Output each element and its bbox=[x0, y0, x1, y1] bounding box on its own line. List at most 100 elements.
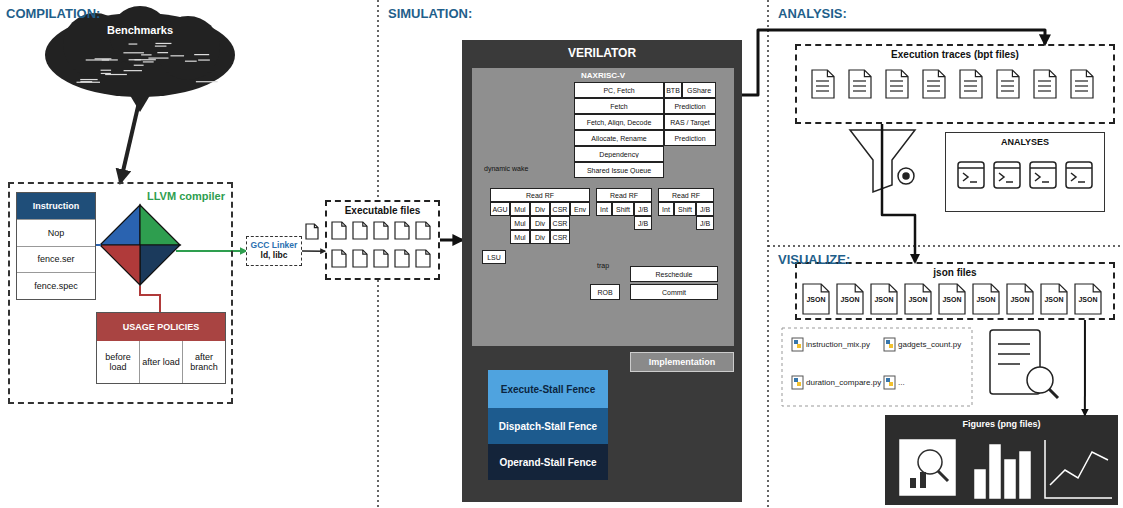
node-text: NAXRISC-V bbox=[472, 68, 734, 80]
node-text: J/B bbox=[697, 220, 713, 227]
node-text: Prediction bbox=[665, 103, 715, 110]
node-text: Shift bbox=[613, 206, 633, 213]
node-text: ANALYSES bbox=[946, 133, 1104, 147]
file-group: Execution traces (bpt files) bbox=[795, 44, 1115, 124]
node-text: Int bbox=[597, 206, 611, 213]
node-text: before load bbox=[97, 341, 139, 383]
node-text: Env bbox=[571, 206, 589, 213]
file-type: JSON bbox=[973, 296, 999, 303]
node-text: Prediction bbox=[665, 135, 715, 142]
execution-unit: J/B bbox=[634, 216, 652, 230]
execution-unit: CSR bbox=[550, 230, 570, 244]
node-text: Nop bbox=[17, 219, 95, 246]
node-text: Reschedule bbox=[631, 271, 717, 278]
script-name: instruction_mix.py bbox=[806, 340, 870, 349]
file-type: JSON bbox=[1041, 296, 1067, 303]
execution-unit: Div bbox=[530, 216, 550, 230]
execution-unit: CSR bbox=[550, 202, 570, 216]
node-text: ld, libc bbox=[261, 251, 288, 261]
node-text: Read RF bbox=[597, 192, 651, 199]
file-type: JSON bbox=[1007, 296, 1033, 303]
node-text: RAS / Target bbox=[665, 119, 715, 126]
implementation-box: Implementation bbox=[630, 352, 734, 372]
node-text: Mul bbox=[511, 206, 529, 213]
node-text: Read RF bbox=[659, 192, 713, 199]
node-text: CSR bbox=[551, 234, 569, 241]
fence-box: Dispatch-Stall Fence bbox=[488, 408, 608, 444]
node-text: J/B bbox=[697, 206, 713, 213]
node-text: CSR bbox=[551, 220, 569, 227]
node-text: Commit bbox=[631, 289, 717, 296]
node-text: Fetch bbox=[575, 103, 663, 110]
file-type: JSON bbox=[939, 296, 965, 303]
node-text: Allocate, Rename bbox=[575, 135, 663, 142]
connector bbox=[440, 239, 462, 242]
node-text: Figures (png files) bbox=[885, 415, 1118, 429]
node-text: Dispatch-Stall Fence bbox=[499, 421, 597, 432]
signal-label: dynamic wake bbox=[484, 165, 528, 172]
section-heading: COMPILATION: bbox=[6, 6, 100, 21]
node-text: Div bbox=[531, 220, 549, 227]
node-text: Mul bbox=[511, 220, 529, 227]
pipeline-stage: ROB bbox=[590, 284, 620, 300]
file-type: JSON bbox=[803, 296, 829, 303]
script-name: gadgets_count.py bbox=[898, 340, 961, 349]
pipeline-stage: PC, Fetch bbox=[574, 82, 664, 98]
node-text: Execution traces (bpt files) bbox=[797, 46, 1113, 60]
section-heading: SIMULATION: bbox=[388, 6, 472, 21]
node-text: Div bbox=[531, 206, 549, 213]
execution-unit: Mul bbox=[510, 216, 530, 230]
pipeline-stage: Shared Issue Queue bbox=[574, 162, 664, 178]
section-heading: ANALYSIS: bbox=[778, 6, 847, 21]
node-text: after load bbox=[139, 341, 182, 383]
simulator-box: VERILATOR NAXRISC-V PC, FetchBTBGShareFetc… bbox=[462, 40, 742, 502]
node-text: Read RF bbox=[491, 192, 589, 199]
execution-unit: Shift bbox=[674, 202, 696, 216]
core-panel: NAXRISC-VPC, FetchBTBGShareFetchPredicti… bbox=[472, 68, 734, 346]
execution-unit: J/B bbox=[696, 216, 714, 230]
register-read: Read RF bbox=[658, 188, 714, 202]
node-text: fence.spec bbox=[17, 272, 95, 299]
file-type: JSON bbox=[837, 296, 863, 303]
connector bbox=[882, 124, 915, 262]
pipeline-stage: GShare bbox=[682, 82, 716, 98]
node-text: USAGE POLICIES bbox=[97, 313, 225, 341]
node-text: Shared Issue Queue bbox=[575, 167, 663, 174]
cloud-shape: Benchmarks bbox=[45, 10, 235, 98]
node-text: CSR bbox=[551, 206, 569, 213]
execution-unit: J/B bbox=[696, 202, 714, 216]
policy-table: USAGE POLICIESbefore loadafter loadafter… bbox=[96, 312, 226, 384]
node-text: VERILATOR bbox=[462, 40, 742, 60]
node-text: BTB bbox=[665, 87, 681, 94]
node-text: Dependency bbox=[575, 151, 663, 158]
node-text: Shift bbox=[675, 206, 695, 213]
execution-unit: Div bbox=[530, 230, 550, 244]
execution-unit: AGU bbox=[490, 202, 510, 216]
node-text: ROB bbox=[591, 289, 619, 296]
pipeline-stage: Prediction bbox=[664, 98, 716, 114]
file-type: JSON bbox=[905, 296, 931, 303]
pipeline-stage: BTB bbox=[664, 82, 682, 98]
node-text: after branch bbox=[182, 341, 225, 383]
table-row: before loadafter loadafter branch bbox=[97, 341, 225, 383]
node-text: fence.ser bbox=[17, 246, 95, 273]
pipeline-stage: Fetch bbox=[574, 98, 664, 114]
connector bbox=[742, 30, 1045, 95]
linker-box: GCC Linkerld, libc bbox=[246, 236, 302, 266]
node-text: Executable files bbox=[327, 202, 438, 216]
node-text: Fetch, Align, Decode bbox=[575, 119, 663, 126]
script-name: ... bbox=[898, 378, 905, 387]
file-type: JSON bbox=[871, 296, 897, 303]
pipeline-stage: Dependency bbox=[574, 146, 664, 162]
connector bbox=[233, 250, 246, 252]
node-text: J/B bbox=[635, 220, 651, 227]
compiler-box: LLVM compilerInstructionNopfence.serfenc… bbox=[8, 182, 233, 404]
node-text: J/B bbox=[635, 206, 651, 213]
execution-unit: Int bbox=[658, 202, 674, 216]
node-text: Mul bbox=[511, 234, 529, 241]
fence-box: Execute-Stall Fence bbox=[488, 370, 608, 408]
node-text: Execute-Stall Fence bbox=[501, 384, 595, 395]
pipeline-stage: RAS / Target bbox=[664, 114, 716, 130]
register-read: Read RF bbox=[596, 188, 652, 202]
